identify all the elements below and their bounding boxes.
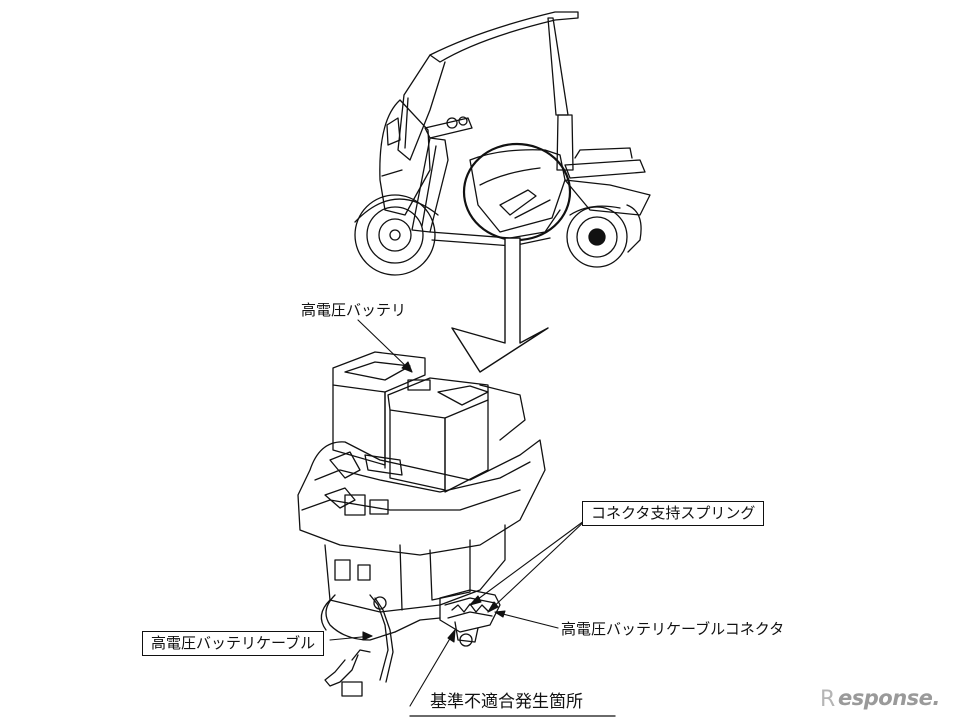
detail-circle-icon bbox=[462, 142, 572, 242]
label-battery-cable-connector: 高電圧バッテリケーブルコネクタ bbox=[561, 620, 785, 638]
label-battery-cable: 高電圧バッテリケーブル bbox=[142, 631, 325, 656]
watermark-logo: esponse. bbox=[838, 686, 940, 710]
callout-arrow-icon bbox=[451, 237, 549, 373]
watermark-logo-mark: R bbox=[820, 687, 836, 712]
label-defect-location: 基準不適合発生箇所 bbox=[430, 692, 583, 712]
leader-lines bbox=[329, 319, 616, 717]
battery-assembly-illustration bbox=[297, 351, 546, 697]
label-high-voltage-battery: 高電圧バッテリ bbox=[301, 301, 407, 319]
label-connector-support-spring: コネクタ支持スプリング bbox=[582, 501, 765, 526]
trike-illustration bbox=[354, 11, 651, 276]
